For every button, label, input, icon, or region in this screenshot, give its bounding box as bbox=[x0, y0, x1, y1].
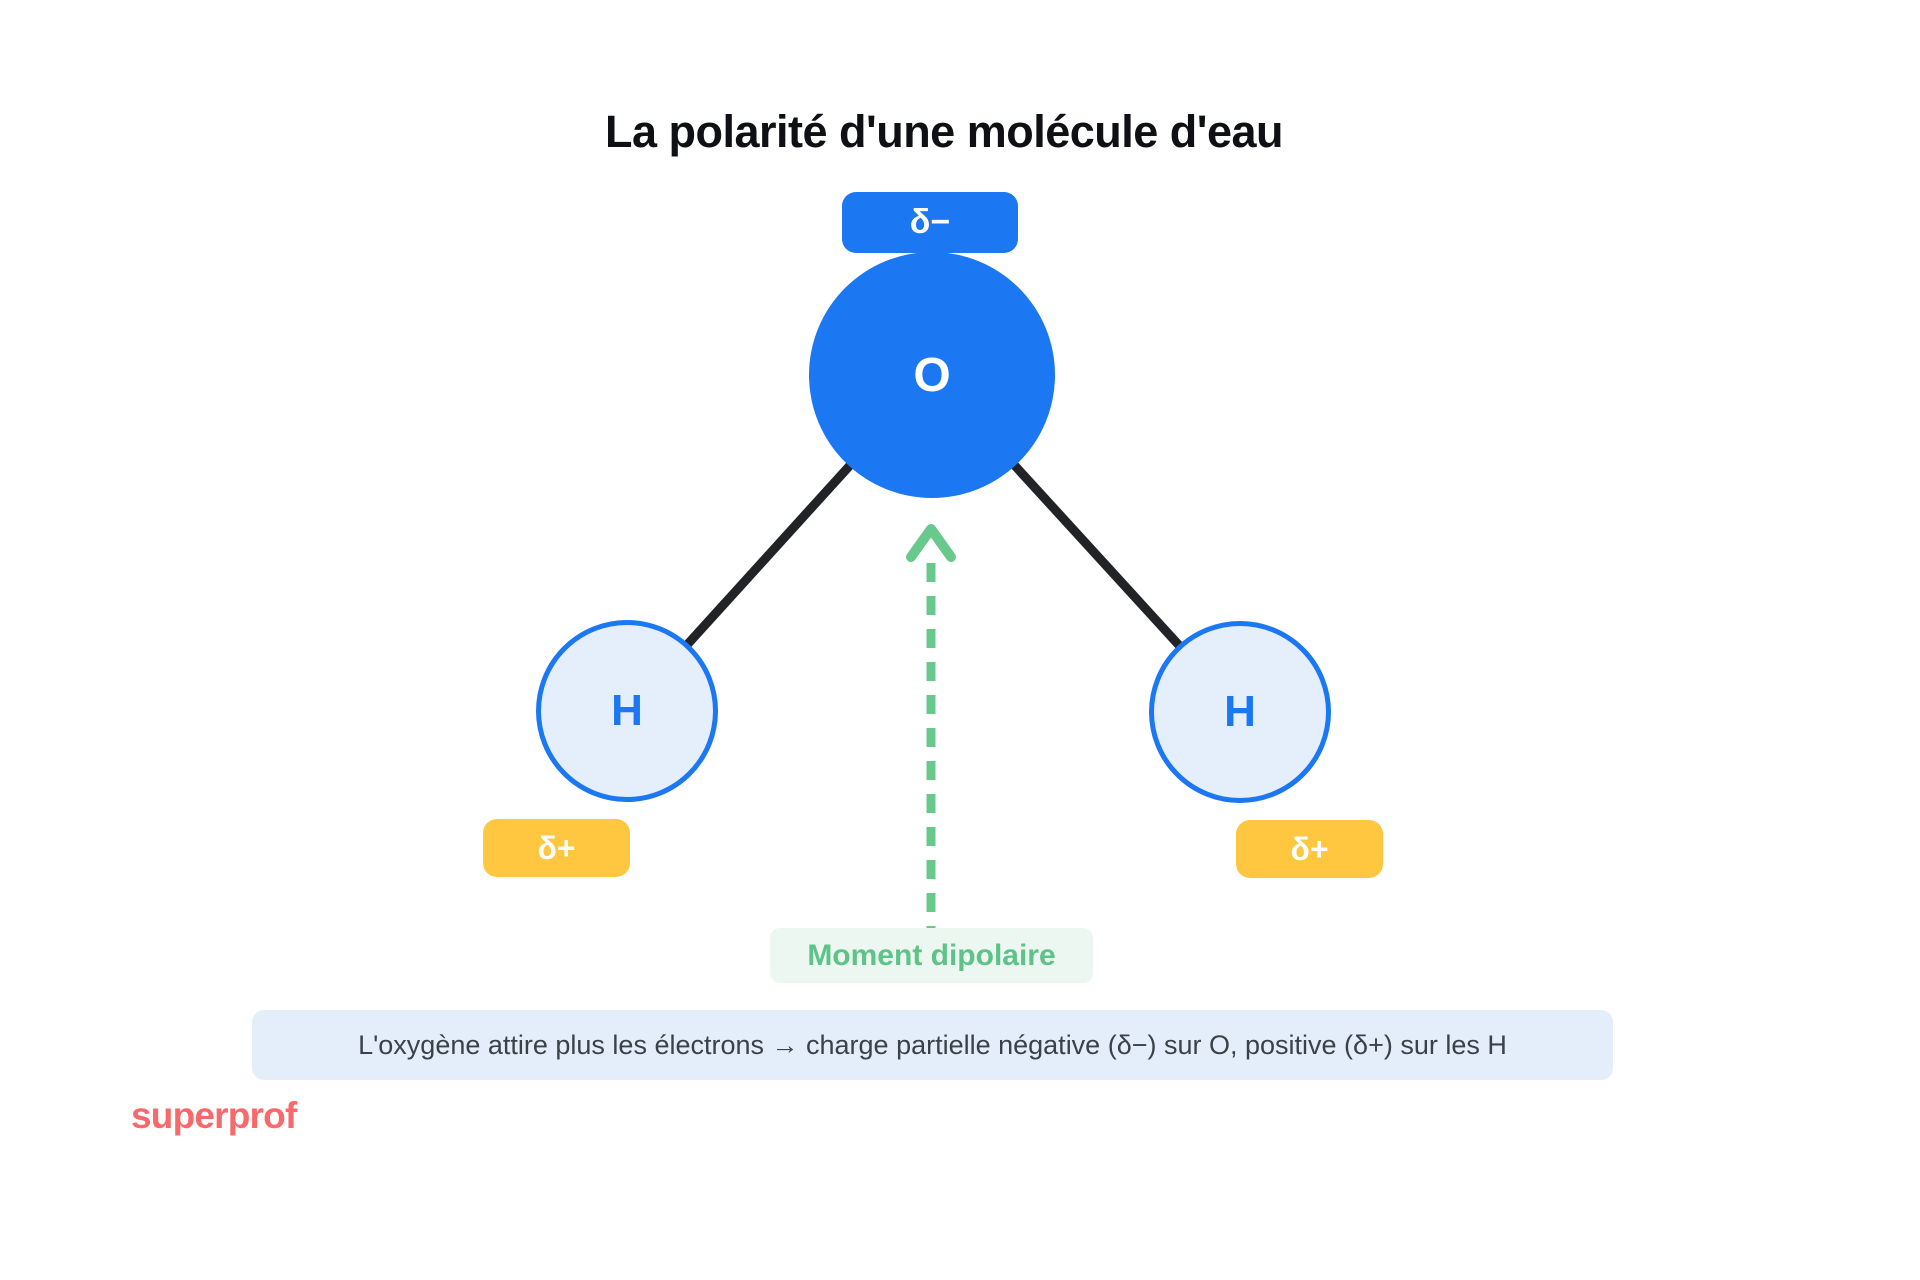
hydrogen-right-charge-badge: δ+ bbox=[1236, 820, 1383, 878]
hydrogen-left-charge-badge: δ+ bbox=[483, 819, 630, 877]
hydrogen-left-symbol: H bbox=[611, 686, 643, 735]
hydrogen-left-charge-label: δ+ bbox=[537, 829, 576, 866]
hydrogen-right-atom: H bbox=[1149, 621, 1331, 803]
hydrogen-right-charge-label: δ+ bbox=[1290, 830, 1329, 867]
brand-logo: superprof bbox=[131, 1095, 297, 1136]
diagram-title: La polarité d'une molécule d'eau bbox=[604, 106, 1284, 158]
hydrogen-left-atom: H bbox=[536, 620, 718, 802]
oxygen-charge-label: δ− bbox=[909, 203, 951, 241]
caption-text: L'oxygène attire plus les électrons → ch… bbox=[358, 1029, 1507, 1060]
dipole-moment-label-text: Moment dipolaire bbox=[807, 938, 1056, 972]
dipole-arrow-head-icon bbox=[906, 524, 956, 562]
caption-bar: L'oxygène attire plus les électrons → ch… bbox=[252, 1010, 1613, 1080]
hydrogen-right-symbol: H bbox=[1224, 687, 1256, 736]
oxygen-symbol: O bbox=[913, 348, 951, 402]
oxygen-charge-badge: δ− bbox=[842, 192, 1018, 253]
dipole-moment-label: Moment dipolaire bbox=[770, 928, 1093, 983]
oxygen-atom: O bbox=[809, 252, 1055, 498]
